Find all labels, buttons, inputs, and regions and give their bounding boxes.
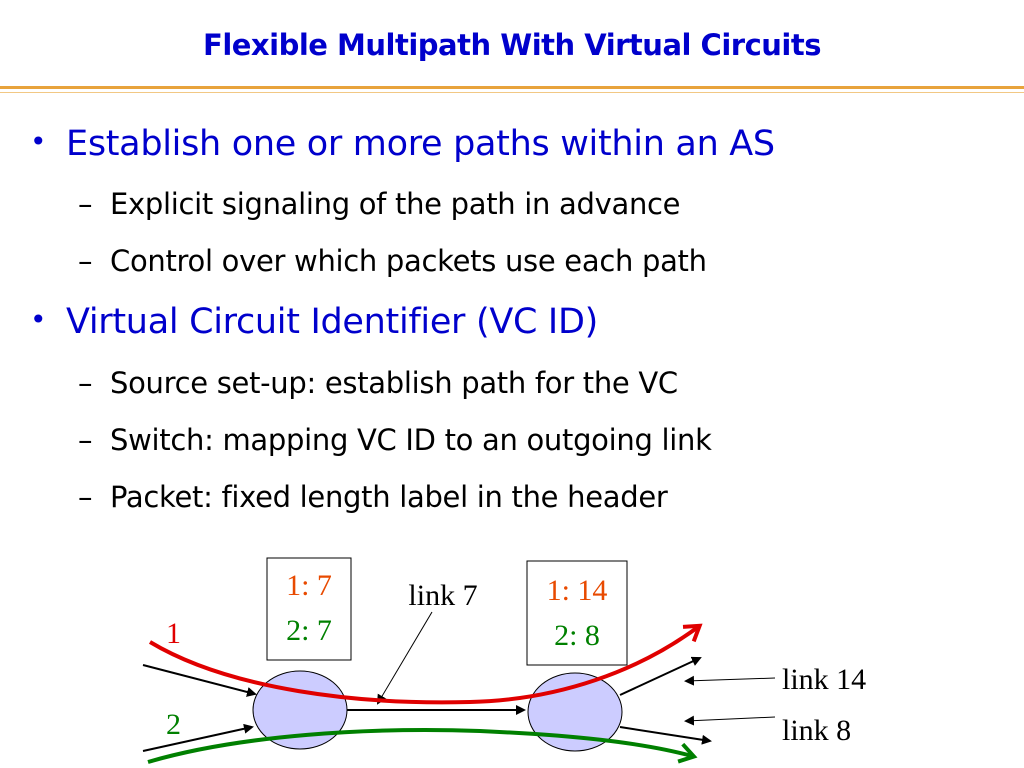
dash: – [78, 480, 93, 514]
sub-bullet-2-1-text: Source set-up: establish path for the VC [110, 366, 678, 400]
link-7-pointer [376, 611, 433, 705]
dash: – [78, 187, 93, 221]
dash: – [78, 423, 93, 457]
title-divider-thin [0, 92, 1024, 93]
vc-table-left [266, 557, 352, 661]
sub-bullet-1-1: –Explicit signaling of the path in advan… [78, 187, 681, 221]
flow-2-path [147, 728, 698, 764]
link-8 [619, 726, 712, 745]
dash: – [78, 366, 93, 400]
vc-table-right [526, 560, 628, 666]
link-8-pointer [684, 715, 776, 726]
vc-table-right-row2: 2: 8 [554, 619, 600, 652]
link-14 [619, 656, 702, 696]
flow-2-label: 2 [166, 708, 181, 741]
sub-bullet-2-3: –Packet: fixed length label in the heade… [78, 480, 668, 514]
sub-bullet-1-2: –Control over which packets use each pat… [78, 244, 707, 278]
flow-1-label: 1 [166, 617, 181, 650]
sub-bullet-2-3-text: Packet: fixed length label in the header [110, 480, 668, 514]
vc-table-right-row1: 1: 14 [547, 574, 608, 607]
sub-bullet-2-1: –Source set-up: establish path for the V… [78, 366, 678, 400]
dash: – [78, 244, 93, 278]
vc-table-left-row2: 2: 7 [286, 614, 332, 647]
bullet-dot: • [30, 125, 47, 158]
slide-title: Flexible Multipath With Virtual Circuits [203, 28, 821, 62]
bullet-2: • Virtual Circuit Identifier (VC ID) [30, 302, 598, 342]
bullet-2-text: Virtual Circuit Identifier (VC ID) [66, 302, 598, 342]
sub-bullet-2-2: –Switch: mapping VC ID to an outgoing li… [78, 423, 712, 457]
bullet-1-text: Establish one or more paths within an AS [66, 124, 775, 164]
sub-bullet-1-2-text: Control over which packets use each path [110, 244, 707, 278]
input-link-bottom [142, 723, 254, 752]
input-link-top [142, 664, 257, 697]
flow-1-path [148, 623, 703, 705]
bullet-dot: • [30, 303, 47, 336]
link-14-label: link 14 [782, 663, 866, 696]
link-14-pointer [684, 675, 776, 686]
bullet-1: • Establish one or more paths within an A… [30, 124, 775, 164]
sub-bullet-1-1-text: Explicit signaling of the path in advanc… [110, 187, 681, 221]
title-divider [0, 86, 1024, 89]
sub-bullet-2-2-text: Switch: mapping VC ID to an outgoing lin… [110, 423, 712, 457]
link-8-label: link 8 [782, 714, 851, 747]
link-7-label: link 7 [408, 579, 477, 612]
vc-table-left-row1: 1: 7 [286, 569, 332, 602]
